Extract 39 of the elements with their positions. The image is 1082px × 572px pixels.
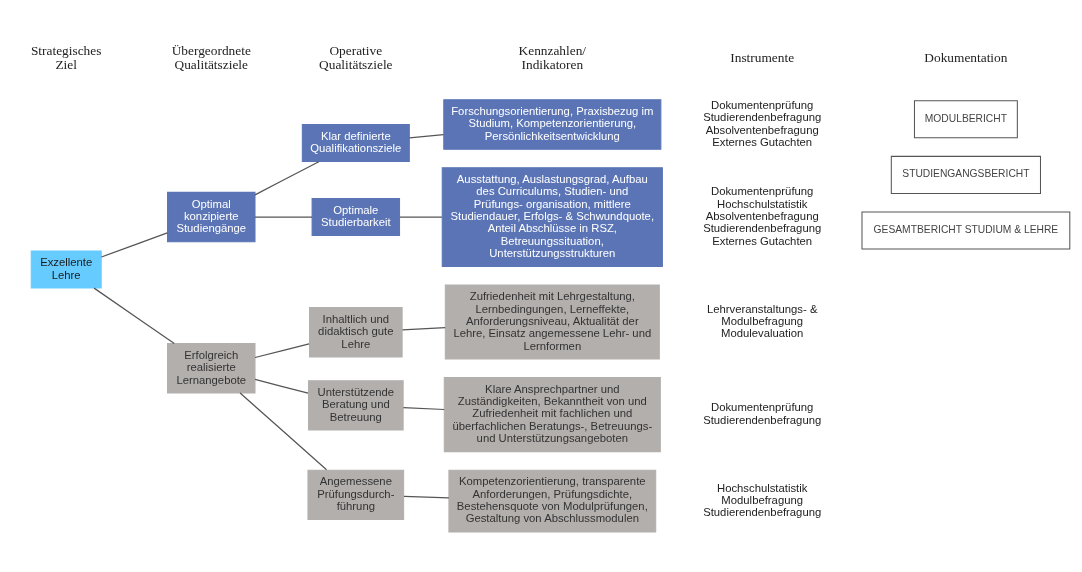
node-box: Optimale Studierbarkeit [311,198,401,237]
node-box: Ausstattung, Auslastungsgrad, Aufbau des Curriculums, Studien- und Prüfungs- organisation, mittlere Studiendauer, Erfolgs- & Schwundquote, Anteil Abschlüsse in RSZ, Betreuungssituation, Unterstützungsstrukturen [441,167,663,267]
connector [239,392,328,471]
node-box: STUDIENGANGSBERICHT [890,155,1041,194]
connector [254,216,313,218]
label: Übergeordnete Qualitätsziele [171,42,251,73]
connector [93,287,175,345]
label: Dokumentenprüfung Studierendenbefragung [703,401,822,426]
connector [402,406,445,411]
label: Dokumentation [924,50,1008,66]
node-box: Klare Ansprechpartner und Zuständigkeiten, Bekanntheit von und Zufriedenheit mit fachlichen und überfachlichen Beratungs-, Betreuungs- und Unterstützungsangeboten [443,377,661,453]
connector [254,378,309,394]
node-box: Erfolgreich realisierte Lernangebote [167,343,256,394]
node-box: Optimal konzipierte Studiengänge [167,191,256,243]
connector [399,216,443,218]
node-box: Kompetenzorientierung, transparente Anforderungen, Prüfungsdichte, Bestehensquote von Modulprüfungen, Gestaltung von Abschlussmodulen [448,469,657,533]
label: Dokumentenprüfung Studierendenbefragung Absolventenbefragung Externes Gutachten [703,98,822,148]
connector [403,495,450,499]
label: Hochschulstatistik Modulbefragung Studierendenbefragung [703,481,822,519]
label: Instrumente [730,50,795,66]
label: Dokumentenprüfung Hochschulstatistik Absolventenbefragung Studierendenbefragung Externes Gutachten [703,185,822,247]
node-box: Exzellente Lehre [30,250,102,289]
node-box: Angemessene Prüfungsdurch- führung [307,469,405,521]
node-box: MODULBERICHT [913,100,1018,139]
connector [254,343,310,359]
label: Lehrveranstaltungs- & Modulbefragung Modulevaluation [706,302,818,340]
label: Strategisches Ziel [30,42,102,73]
node-box: Klar definierte Qualifikationsziele [301,123,410,163]
connector [254,161,320,196]
node-box: Zufriedenheit mit Lehrgestaltung, Lernbedingungen, Lerneffekte, Anforderungsniveau, Aktualität der Lehre, Einsatz angemessene Lehr- und Lernformen [444,284,660,360]
label: Kennzahlen/ Indikatoren [518,42,587,73]
label: Operative Qualitätsziele [319,42,393,73]
connector [408,134,445,139]
node-box: GESAMTBERICHT STUDIUM & LEHRE [861,211,1071,250]
connector [401,327,446,331]
node-box: Forschungsorientierung, Praxisbezug im Studium, Kompetenzorientierung, Persönlichkeitsentwicklung [443,99,662,150]
connector [100,232,168,258]
node-box: Inhaltlich und didaktisch gute Lehre [309,307,403,358]
node-box: Unterstützende Beratung und Betreuung [307,380,404,431]
